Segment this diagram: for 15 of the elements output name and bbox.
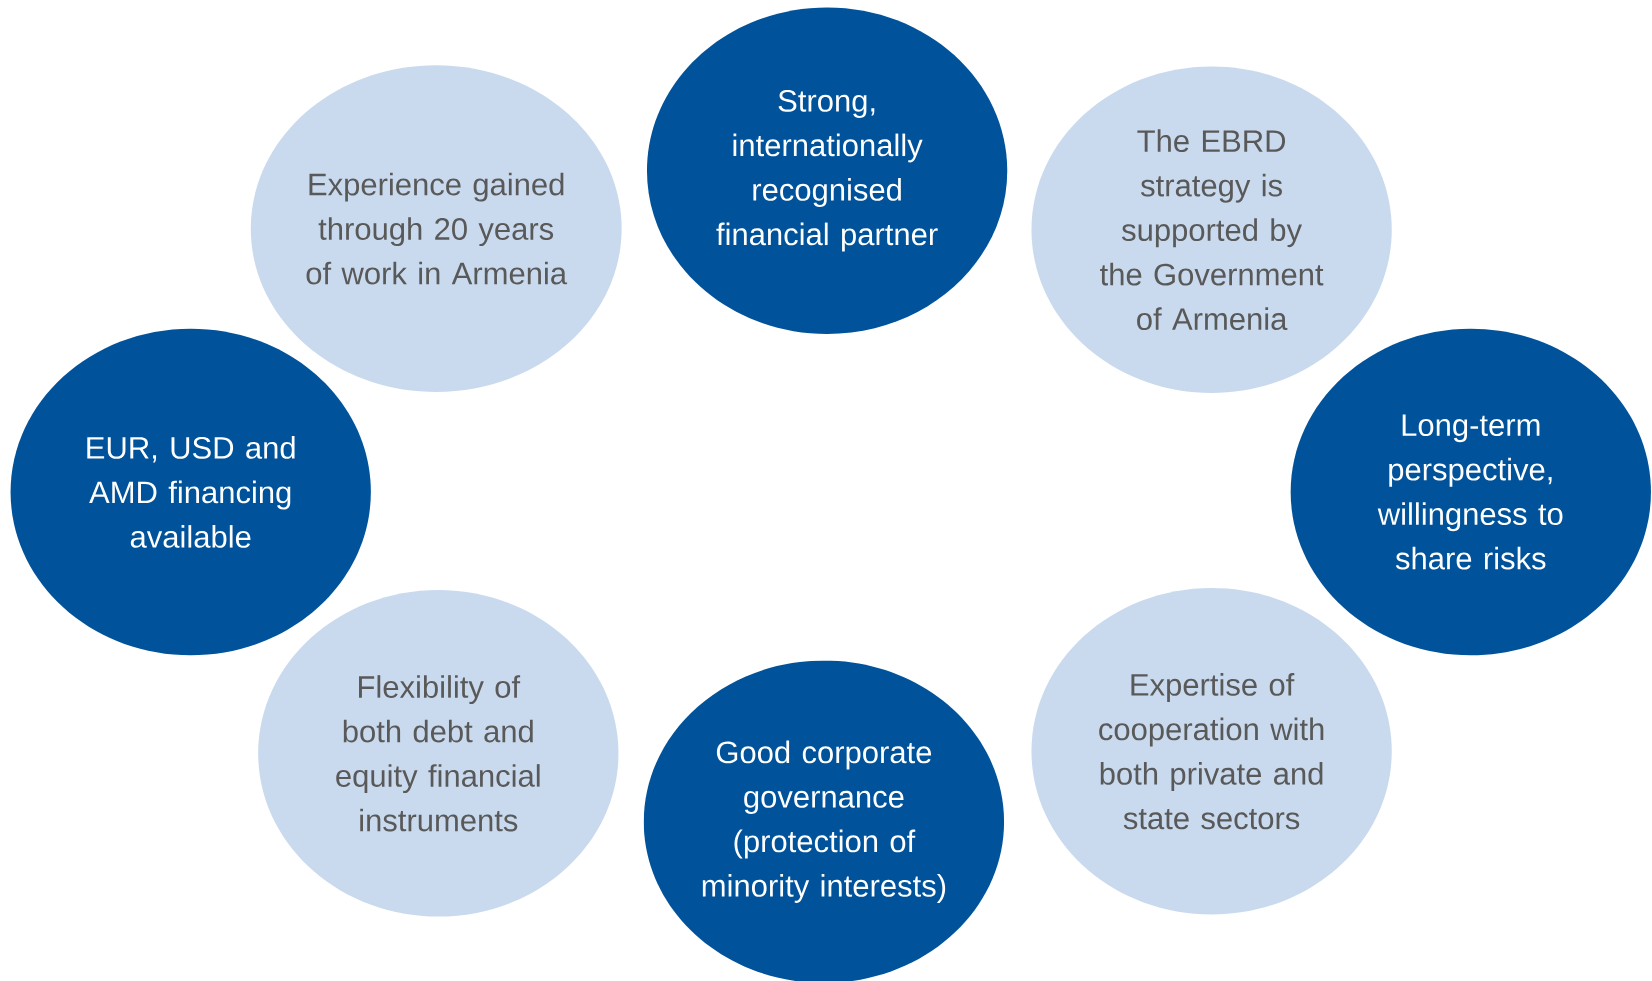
ellipse-text: Good corporate governance (protection of minority interests) <box>702 740 946 903</box>
ellipse <box>1290 328 1651 656</box>
ellipse-text: The EBRD strategy is supported by the Government of Armenia <box>1100 129 1324 331</box>
ellipse-text: Strong, internationally recognised financial partner <box>716 89 938 252</box>
ellipse-text: Expertise of cooperation with both private and state sectors <box>1099 673 1324 830</box>
ellipse-text: EUR, USD and AMD financing available <box>87 436 295 548</box>
ellipse-text: Long-term perspective, willingness to share risks <box>1377 414 1563 570</box>
ellipse <box>1031 66 1392 393</box>
ellipse <box>646 7 1008 334</box>
ellipse <box>1031 587 1392 915</box>
ellipse <box>10 328 371 656</box>
ellipse-text: Flexibility of both debt and equity financial instruments <box>336 675 540 832</box>
ellipse <box>258 590 619 917</box>
ellipse-text: Experience gained through 20 years of work in Armenia <box>306 172 568 285</box>
ellipse <box>250 65 622 392</box>
